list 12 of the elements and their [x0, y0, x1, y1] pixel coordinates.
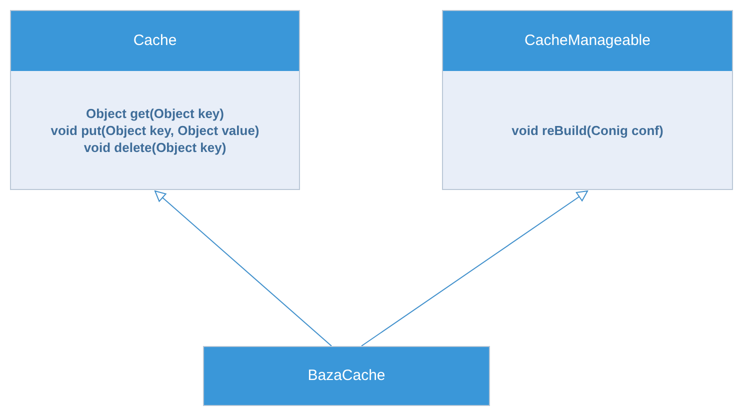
method-signature: void delete(Object key) — [84, 138, 226, 156]
method-signature: void put(Object key, Object value) — [50, 122, 260, 138]
class-box — [442, 10, 733, 190]
class-name: BazaCache — [308, 366, 386, 386]
inheritance-arrow — [154, 190, 332, 346]
class-box — [10, 10, 300, 190]
class-box — [203, 346, 490, 406]
method-signature: Object get(Object key) — [86, 104, 224, 122]
class-name: Cache — [133, 30, 177, 51]
class-name: CacheManageable — [524, 30, 650, 51]
inheritance-arrow — [361, 190, 588, 346]
method-signature: void reBuild(Conig conf) — [512, 122, 664, 138]
